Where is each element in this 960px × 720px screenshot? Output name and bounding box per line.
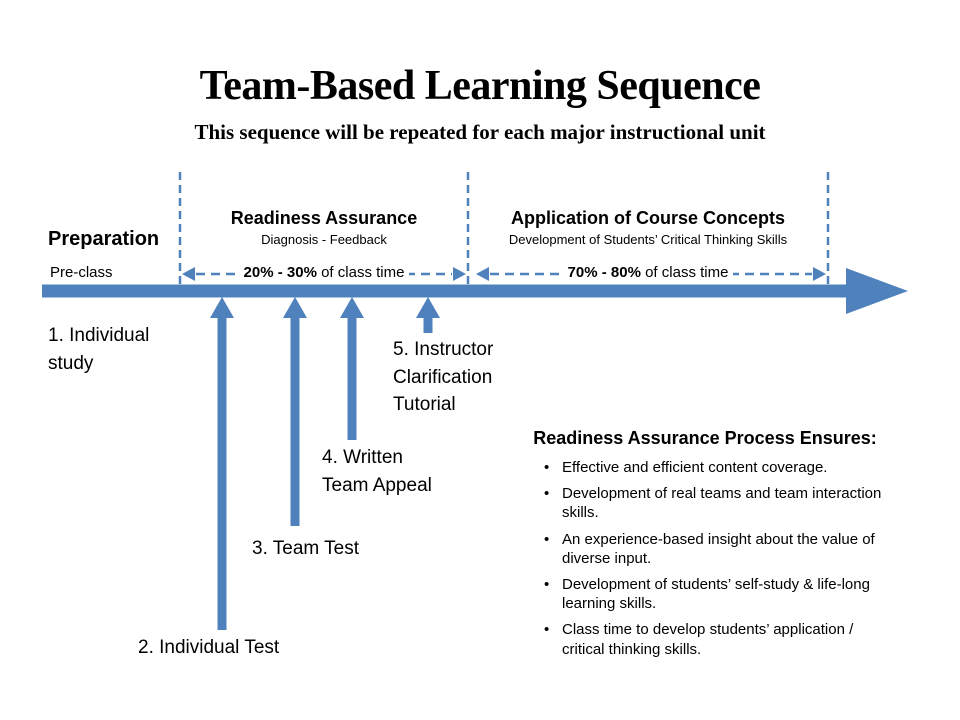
application-span-arrowhead-right [813, 267, 826, 281]
readiness-time-text: 20% - 30% of class time [238, 264, 410, 281]
ensures-bullet-3: An experience-based insight about the va… [540, 530, 890, 568]
application-title: Application of Course Concepts [510, 208, 786, 228]
readiness-span-arrowhead-right [453, 267, 466, 281]
application-subtitle: Development of Students’ Critical Thinki… [508, 232, 788, 247]
step2-arrowhead [210, 297, 234, 318]
readiness-time-label: 20% - 30% of class time [180, 264, 468, 281]
step3-label: 3. Team Test [252, 538, 360, 559]
ensures-bullet-2: Development of real teams and team inter… [540, 484, 890, 522]
step5-arrowhead [416, 297, 440, 318]
ensures-bullet-list: Effective and efficient content coverage… [540, 458, 890, 666]
readiness-span-arrowhead-left [182, 267, 195, 281]
step4-arrowhead [340, 297, 364, 318]
application-span-arrowhead-left [476, 267, 489, 281]
step2-label: 2. Individual Test [138, 637, 280, 658]
ensures-heading: Readiness Assurance Process Ensures: [533, 428, 877, 448]
step3-arrowhead [283, 297, 307, 318]
application-time-bold: 70% - 80% [567, 264, 641, 281]
application-time-text: 70% - 80% of class time [562, 264, 734, 281]
ensures-bullet-4: Development of students’ self-study & li… [540, 575, 890, 613]
ensures-bullet-5: Class time to develop students’ applicat… [540, 620, 890, 658]
readiness-time-rest: of class time [316, 264, 405, 281]
step5-label: 5. Instructor Clarification Tutorial [393, 339, 494, 416]
application-section-header: Application of Course Concepts Developme… [468, 208, 828, 247]
preclass-label: Pre-class [50, 264, 113, 281]
readiness-subtitle: Diagnosis - Feedback [261, 232, 387, 247]
readiness-time-bold: 20% - 30% [243, 264, 317, 281]
readiness-title: Readiness Assurance [230, 208, 418, 228]
ensures-bullet-1: Effective and efficient content coverage… [540, 458, 890, 477]
application-time-rest: of class time [640, 264, 729, 281]
page-subtitle: This sequence will be repeated for each … [194, 120, 766, 144]
readiness-section-header: Readiness Assurance Diagnosis - Feedback [180, 208, 468, 247]
timeline-arrowhead [846, 268, 908, 314]
application-time-label: 70% - 80% of class time [468, 264, 828, 281]
step1-label: 1. Individual study [48, 325, 150, 374]
page-title: Team-Based Learning Sequence [199, 63, 761, 109]
preparation-label: Preparation [48, 228, 160, 250]
step4-label: 4. Written Team Appeal [322, 447, 432, 496]
